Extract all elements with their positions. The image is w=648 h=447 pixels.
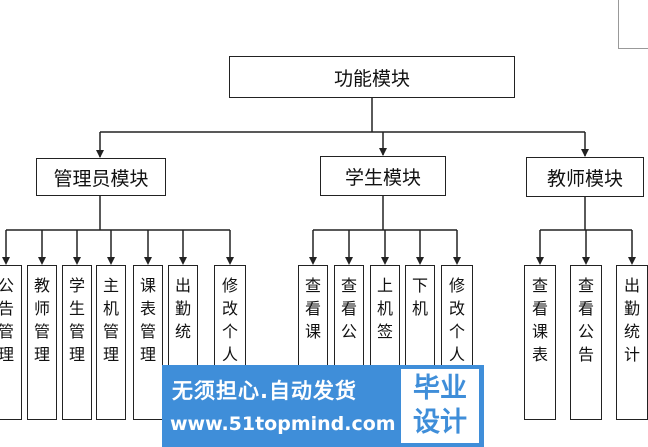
leaf-node-char: 改 <box>221 299 238 318</box>
leaf-node-char: 理 <box>68 345 85 364</box>
leaf-node: 学生管理 <box>62 265 92 420</box>
leaf-node-char: 上 <box>376 276 393 295</box>
leaf-node-char: 生 <box>68 299 85 318</box>
leaf-arrow <box>73 257 81 265</box>
leaf-node-char: 签 <box>376 322 393 341</box>
watermark-badge: 毕业 设计 <box>401 369 479 443</box>
leaf-node-char: 表 <box>139 299 156 318</box>
leaf-node-char: 出 <box>623 276 640 295</box>
leaf-node-char: 勤 <box>174 299 191 318</box>
leaf-node-char: 计 <box>623 345 640 364</box>
leaf-node-char: 公 <box>577 322 594 341</box>
leaf-node-char: 机 <box>102 299 119 318</box>
leaf-node-char: 理 <box>139 345 156 364</box>
leaf-arrow <box>2 257 10 265</box>
leaf-node-char: 理 <box>33 345 50 364</box>
leaf-arrow <box>381 257 389 265</box>
leaf-node-char: 管 <box>139 322 156 341</box>
leaf-node-char: 教 <box>33 276 50 295</box>
page-corner-mark <box>618 0 648 49</box>
leaf-arrow <box>226 257 234 265</box>
leaf-node: 出勤统计 <box>616 265 648 420</box>
leaf-node-char: 查 <box>531 276 548 295</box>
leaf-node-char: 查 <box>304 276 321 295</box>
leaf-node-char: 课 <box>531 322 548 341</box>
student-module-node: 学生模块 <box>320 156 446 196</box>
leaf-node-char: 统 <box>623 322 640 341</box>
watermark-banner: 无须担心.自动发货 www.51topmind.com 毕业 设计 <box>162 365 484 447</box>
leaf-node-char: 个 <box>221 322 238 341</box>
root-node: 功能模块 <box>229 56 515 98</box>
leaf-node: 教师管理 <box>27 265 57 420</box>
leaf-node-char: 管 <box>0 320 14 343</box>
watermark-badge-line: 设计 <box>413 407 467 438</box>
leaf-arrow <box>453 257 461 265</box>
leaf-node: 查看公告 <box>570 265 602 420</box>
leaf-node-char: 师 <box>33 299 50 318</box>
leaf-node-char: 课 <box>139 276 156 295</box>
leaf-node-char: 人 <box>448 345 465 364</box>
leaf-arrow <box>179 257 187 265</box>
leaf-node-char: 管 <box>102 322 119 341</box>
leaf-node-char: 看 <box>531 299 548 318</box>
watermark-url: www.51topmind.com <box>170 413 396 435</box>
leaf-node-char: 理 <box>0 343 14 366</box>
leaf-node-char: 学 <box>68 276 85 295</box>
leaf-node-char: 看 <box>340 299 357 318</box>
leaf-node-char: 修 <box>448 276 465 295</box>
leaf-node-char: 勤 <box>623 299 640 318</box>
leaf-node-char: 表 <box>531 345 548 364</box>
leaf-node-char: 改 <box>448 299 465 318</box>
branch-arrow <box>379 148 387 156</box>
teacher-module-node: 教师模块 <box>526 157 644 197</box>
watermark-badge-line: 毕业 <box>413 373 467 404</box>
leaf-node-char: 看 <box>304 299 321 318</box>
leaf-node-char: 出 <box>174 276 191 295</box>
leaf-arrow <box>107 257 115 265</box>
leaf-arrow <box>582 257 590 265</box>
leaf-arrow <box>309 257 317 265</box>
leaf-arrow <box>416 257 424 265</box>
leaf-node-char: 查 <box>340 276 357 295</box>
leaf-node-char: 人 <box>221 345 238 364</box>
leaf-node-char: 公 <box>340 322 357 341</box>
leaf-node-char: 下 <box>411 276 428 295</box>
leaf-node-char: 告 <box>577 345 594 364</box>
leaf-node-char: 看 <box>577 299 594 318</box>
leaf-node: 课表管理 <box>133 265 163 420</box>
leaf-node-char: 个 <box>448 322 465 341</box>
leaf-node: 查看课表 <box>524 265 556 420</box>
leaf-node-char: 机 <box>376 299 393 318</box>
leaf-node: 公告管理 <box>0 265 22 420</box>
leaf-arrow <box>536 257 544 265</box>
leaf-node: 主机管理 <box>96 265 126 420</box>
leaf-node-char: 公 <box>0 274 14 297</box>
leaf-node-char: 机 <box>411 299 428 318</box>
leaf-node-char: 主 <box>102 276 119 295</box>
leaf-node-char: 理 <box>102 345 119 364</box>
leaf-node-char: 管 <box>68 322 85 341</box>
leaf-node-char: 课 <box>304 322 321 341</box>
branch-arrow <box>581 149 589 157</box>
leaf-arrow <box>628 257 636 265</box>
leaf-node-char: 统 <box>174 322 191 341</box>
leaf-node-char: 告 <box>0 297 14 320</box>
leaf-node-char: 修 <box>221 276 238 295</box>
leaf-arrow <box>144 257 152 265</box>
watermark-slogan: 无须担心.自动发货 <box>172 379 357 403</box>
branch-arrow <box>96 150 104 158</box>
leaf-arrow <box>345 257 353 265</box>
leaf-node-char: 管 <box>33 322 50 341</box>
leaf-node-char: 查 <box>577 276 594 295</box>
admin-module-node: 管理员模块 <box>36 158 166 196</box>
leaf-arrow <box>38 257 46 265</box>
